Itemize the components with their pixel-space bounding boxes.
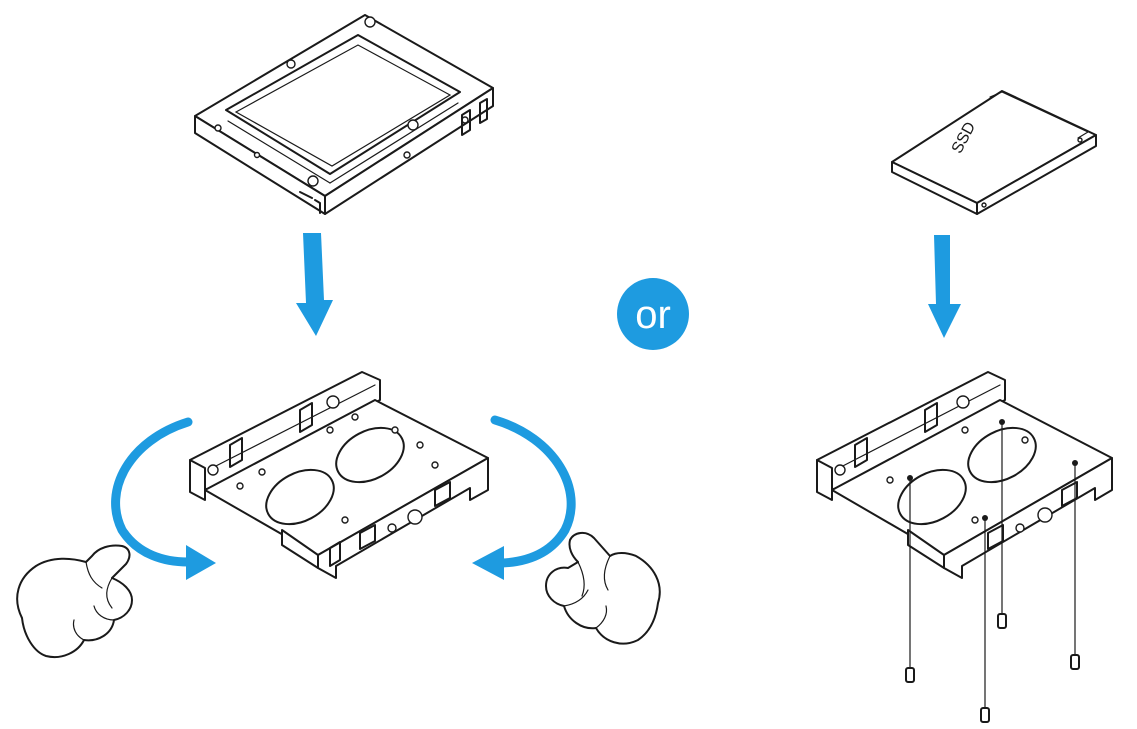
down-arrow-icon — [296, 233, 333, 336]
screw-icon — [905, 477, 915, 683]
drive-tray-left — [189, 371, 489, 579]
down-arrow-icon — [928, 235, 961, 338]
screw-icon — [980, 517, 990, 723]
drive-tray-right — [816, 371, 1113, 579]
or-badge: or — [617, 278, 689, 350]
screw-icon — [1070, 462, 1080, 670]
rotate-arrow-icon — [111, 417, 216, 580]
screw-icon — [997, 421, 1007, 629]
rotate-arrow-icon — [472, 415, 576, 580]
hand-pointer-icon — [545, 532, 661, 645]
hand-pointer-icon — [16, 544, 133, 658]
or-label: or — [635, 293, 671, 337]
ssd-2-5-inch: SSD — [891, 90, 1097, 215]
hard-drive-3-5-inch — [194, 14, 494, 215]
